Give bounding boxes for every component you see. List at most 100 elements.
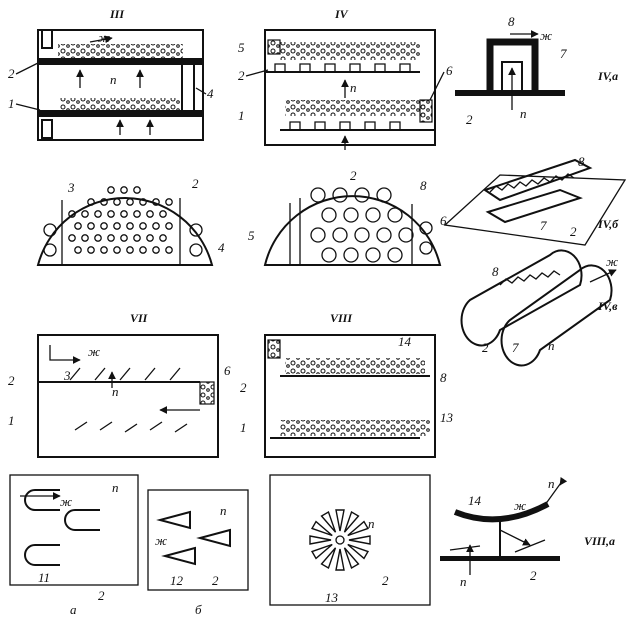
sieve-hole xyxy=(146,234,154,242)
tube-right-iv-v xyxy=(500,264,613,367)
panel-iii: III ж п 2 1 4 xyxy=(8,7,214,141)
panel-b: ж п 12 2 б xyxy=(147,489,249,617)
label-8-viii: 8 xyxy=(440,370,447,385)
foam-lower-iii xyxy=(60,98,180,110)
star-slot xyxy=(343,547,360,570)
sieve-hole xyxy=(100,222,108,230)
bubble-cap xyxy=(321,207,337,223)
column-shell-iii xyxy=(37,29,204,141)
label-7-iv-b: 7 xyxy=(540,218,547,233)
sieve-hole xyxy=(120,234,128,242)
label-3-plan: 3 xyxy=(67,180,75,195)
bubble-cap xyxy=(354,187,370,203)
label-p-iii: п xyxy=(110,72,117,87)
downcomer-vii xyxy=(199,381,215,405)
foam-upper-viii xyxy=(285,358,425,374)
downcomer-hole xyxy=(189,223,203,237)
panel-viii-a: 14 ж п п 2 VIII,a xyxy=(440,476,615,589)
bubble-cap xyxy=(310,187,326,203)
column-shell-iv xyxy=(264,29,436,146)
title-iv: IV xyxy=(334,7,349,21)
plate-a xyxy=(9,474,139,586)
plan-outline-iii xyxy=(36,197,214,266)
label-11-a: 11 xyxy=(38,570,50,585)
sieve-hole xyxy=(87,198,95,206)
label-6-iv: 6 xyxy=(446,63,453,78)
label-p-star: п xyxy=(368,516,375,531)
title-iv-a: IV,a xyxy=(597,69,618,83)
label-p-iv-a: п xyxy=(520,106,527,121)
sieve-hole xyxy=(87,222,95,230)
sieve-hole xyxy=(74,246,82,254)
panel-a: ж п 11 2 а xyxy=(9,474,139,617)
sieve-hole xyxy=(120,210,128,218)
label-2-viii: 2 xyxy=(240,380,247,395)
panel-iv-a: п ж 8 7 2 IV,a xyxy=(455,14,618,127)
sieve-hole xyxy=(139,246,147,254)
label-p2-viii-a: п xyxy=(460,574,467,589)
label-12-b: 12 xyxy=(170,573,184,588)
label-14-viii: 14 xyxy=(398,334,412,349)
column-shell-viii xyxy=(264,334,436,458)
label-zh-viii-a: ж xyxy=(514,498,526,513)
label-14-viii-a: 14 xyxy=(468,493,482,508)
bubble-cap xyxy=(387,207,403,223)
column-shell-vii xyxy=(37,334,219,458)
label-p-vii: п xyxy=(112,384,119,399)
downcomer-right-iv xyxy=(419,99,433,123)
plan-view-iv: 2 8 6 5 xyxy=(248,168,447,266)
sieve-hole xyxy=(152,198,160,206)
label-2-viii-a: 2 xyxy=(530,568,537,583)
downcomer-hole xyxy=(419,221,433,235)
label-7-iv-a: 7 xyxy=(560,46,567,61)
label-p-iv: п xyxy=(350,80,357,95)
sieve-hole xyxy=(146,210,154,218)
sieve-hole xyxy=(152,222,160,230)
downcomer-hole xyxy=(189,243,203,257)
label-zh-iv-a: ж xyxy=(540,28,552,43)
sieve-hole xyxy=(113,246,121,254)
label-2-iv-a: 2 xyxy=(466,112,473,127)
panel-iv-b: 8 7 2 IV,б xyxy=(443,154,627,246)
label-1-iv: 1 xyxy=(238,108,245,123)
bubble-cap xyxy=(343,207,359,223)
label-6-vii: 6 xyxy=(224,363,231,378)
star-slot xyxy=(310,543,333,560)
title-vii: VII xyxy=(130,311,149,325)
bubble-cap xyxy=(332,187,348,203)
holes-iii xyxy=(43,186,203,257)
panel-star: п 13 2 xyxy=(269,474,431,606)
bubble-cap xyxy=(398,227,414,243)
label-2-b: 2 xyxy=(212,573,219,588)
label-2-iv: 2 xyxy=(238,68,245,83)
panel-vii: VII ж п 2 3 1 6 xyxy=(8,311,231,458)
sieve-hole xyxy=(100,198,108,206)
bubble-cap xyxy=(310,227,326,243)
star-slot xyxy=(343,510,360,533)
label-5-iv: 5 xyxy=(238,40,245,55)
label-zh-iv-v: ж xyxy=(606,254,618,269)
sieve-hole xyxy=(81,234,89,242)
sieve-hole xyxy=(139,222,147,230)
plate-b xyxy=(147,489,249,591)
sieve-hole xyxy=(107,186,115,194)
label-p-b: п xyxy=(220,503,227,518)
downcomer-iii xyxy=(181,61,195,115)
panel-iv-v: ж 8 2 7 п IV,в xyxy=(460,249,618,367)
sieve-hole xyxy=(113,222,121,230)
label-2-iv-b: 2 xyxy=(570,224,577,239)
sieve-hole xyxy=(87,246,95,254)
sieve-hole xyxy=(100,246,108,254)
label-2-vii: 2 xyxy=(8,373,15,388)
label-p1-viii-a: п xyxy=(548,476,555,491)
label-zh-vii: ж xyxy=(88,344,100,359)
star-slot xyxy=(335,509,345,532)
plate-star xyxy=(269,474,431,606)
label-1-iii: 1 xyxy=(8,96,15,111)
bubble-cap xyxy=(365,207,381,223)
label-p-a: п xyxy=(112,480,119,495)
sieve-hole xyxy=(139,198,147,206)
sieve-hole xyxy=(107,210,115,218)
label-1-viii: 1 xyxy=(240,420,247,435)
